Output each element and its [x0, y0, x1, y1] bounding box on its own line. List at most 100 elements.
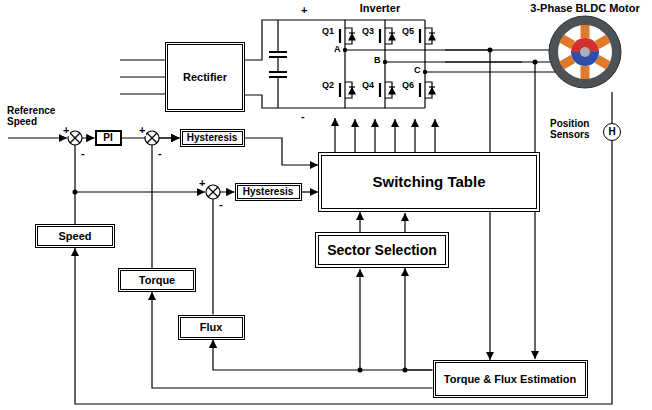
signal-connector: [302, 191, 319, 192]
signal-wire: [434, 119, 435, 152]
terminal-label: A: [333, 45, 342, 55]
signal-connector: [611, 92, 612, 123]
igbt-switch: [389, 86, 395, 87]
igbt-switch: [344, 20, 345, 108]
rectifier-input: [120, 59, 165, 60]
igbt-switch: [349, 34, 355, 40]
signal-label: Reference Speed: [6, 105, 70, 127]
node-text: Rectifier: [183, 71, 227, 84]
terminal-label: Q5: [401, 27, 415, 37]
signal-wire: [75, 191, 205, 192]
dc-bus: [245, 20, 425, 108]
terminal-label: Q1: [321, 27, 335, 37]
node-text: Flux: [200, 321, 223, 334]
igbt-switch: [424, 20, 425, 108]
motor-block: 3-Phase BLDC Motor: [522, 0, 648, 92]
rectifier-input: [120, 60, 165, 94]
igbt-switch: [429, 32, 435, 33]
junction-dot: [423, 70, 427, 74]
dc-bus: [315, 19, 425, 20]
igbt-switch: [429, 88, 435, 94]
node-text: Hysteresis: [243, 186, 294, 198]
capacitor-symbol: [277, 77, 278, 108]
sensor-circle: H: [603, 123, 621, 141]
terminal-label: -: [218, 198, 224, 210]
node-text: H: [608, 126, 615, 138]
motor-picture: [559, 25, 610, 79]
summing-junction: [147, 133, 157, 143]
summing-junction: [70, 133, 80, 143]
terminal-label: -: [80, 147, 86, 159]
terminal-label: Q3: [361, 27, 375, 37]
summing-junction: [70, 133, 80, 143]
terminal-label: +: [62, 124, 70, 136]
signal-wire: [374, 119, 375, 152]
igbt-switch: [379, 83, 381, 97]
capacitor-symbol: [269, 71, 287, 73]
motor-picture: [558, 25, 612, 79]
igbt-switch: [379, 29, 381, 43]
summing-junction: [206, 185, 220, 199]
signal-connector: [152, 138, 180, 268]
junction-dot: [533, 60, 538, 65]
igbt-switch: [339, 83, 341, 97]
igbt-switch: [349, 86, 355, 87]
rectifier-input: [120, 76, 165, 77]
signal-connector: [245, 20, 315, 60]
motor-picture: [581, 25, 590, 38]
hysteresis-box: Hysteresis: [180, 129, 245, 147]
node-text: Speed: [58, 230, 91, 243]
connector-group: [75, 20, 612, 404]
node-text: 3-Phase BLDC Motor: [530, 2, 639, 15]
phase-wire: [385, 61, 550, 62]
signal-label: Position Sensors: [549, 118, 603, 140]
signal-connector: [334, 118, 335, 152]
terminal-label: -: [300, 110, 306, 122]
signal-wire: [414, 119, 415, 152]
hysteresis-box: Hysteresis: [235, 183, 302, 201]
node-text: Torque: [139, 274, 175, 287]
motor-picture: [580, 47, 590, 57]
igbt-switch: [349, 32, 355, 33]
terminal-label: +: [198, 177, 206, 189]
node-text: Sector Selection: [327, 242, 437, 258]
terminal-label: Q4: [361, 81, 375, 91]
terminal-label: Q2: [321, 81, 335, 91]
igbt-switch: [429, 86, 435, 87]
signal-wire: [354, 119, 355, 152]
signal-connector: [152, 292, 433, 388]
terminal-label: +: [300, 4, 308, 16]
capacitor-symbol: [269, 20, 287, 108]
terminal-label: B: [373, 56, 382, 66]
pi-box: PI: [95, 130, 122, 146]
signal-connector: [75, 141, 612, 404]
igbt-switch: [389, 34, 395, 40]
speed-box: Speed: [35, 224, 115, 248]
igbt-switch: [389, 88, 395, 94]
node-text: Switching Table: [372, 173, 485, 190]
capacitor-symbol: [269, 51, 287, 53]
junction-dot: [343, 48, 347, 52]
dc-bus: [245, 95, 425, 108]
terminal-label: +: [138, 124, 146, 136]
node-text: PI: [103, 132, 112, 144]
node-text: Inverter: [360, 2, 400, 15]
signal-connector: [75, 138, 95, 224]
signal-wire: [8, 62, 535, 370]
switching-table: Switching Table: [318, 152, 540, 212]
signal-wire: [394, 119, 395, 152]
signal-connector: [245, 138, 319, 165]
signal-wire: [8, 137, 67, 138]
signal-connector: [213, 192, 235, 315]
igbt-switch: [429, 34, 435, 40]
igbt-switch: [340, 20, 435, 108]
estimation-box: Torque & Flux Estimation: [433, 360, 588, 398]
motor-picture: [549, 16, 621, 88]
capacitor-symbol: [277, 57, 278, 72]
signal-connector: [405, 268, 433, 370]
summing-junction: [208, 187, 218, 197]
summing-junction: [147, 133, 157, 143]
igbt-switch: [419, 83, 421, 97]
rectifier-box: Rectifier: [165, 42, 245, 112]
node-text: Hysteresis: [187, 132, 238, 144]
